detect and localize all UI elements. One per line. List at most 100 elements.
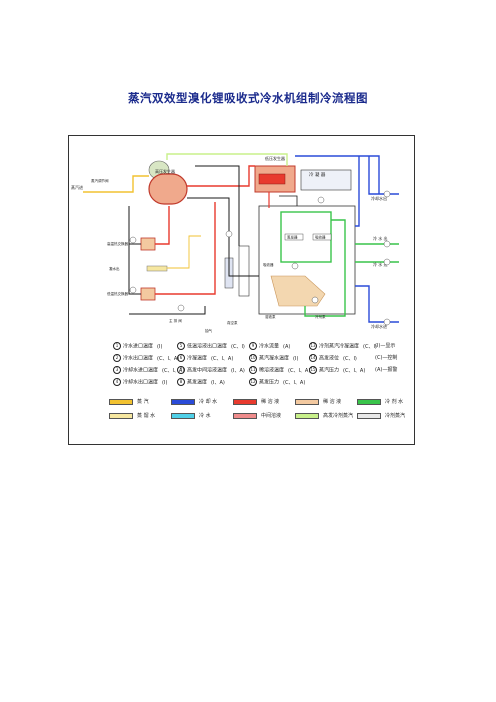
color-swatch [233,398,257,405]
point-text: 低温溶液出口温度 [187,343,228,350]
point-text: 冷水流量 [259,343,280,350]
cooling-out-label: 冷却水出 [371,195,387,201]
point-unit: (I、A) [231,367,245,374]
color-legend: 蒸 汽 冷 却 水 稀 溶 液 稀 溶 液 冷 剂 水蒸 馏 水 冷 水 中间溶液 高发冷剂蒸… [109,398,409,422]
point-unit: (I、A) [211,379,225,386]
point-text: 冷水出口温度 [123,355,154,362]
page-title: 蒸汽双效型溴化锂吸收式冷水机组制冷流程图 [128,91,368,105]
color-legend-item: 冷 剂 水 [357,398,403,405]
color-swatch [171,412,195,419]
point-unit: (C、I) [363,343,377,350]
sol-pump-label: 溶液泵 [265,314,276,319]
color-swatch [233,412,257,419]
point-text: 冷剂蒸汽冷凝温度 [319,343,360,350]
point-unit: (C、I、A) [162,367,185,374]
color-legend-label: 冷 剂 水 [385,399,404,405]
condensate-heat-exchanger: 凝水出 [109,265,168,272]
color-swatch [109,398,133,405]
color-swatch [109,412,133,419]
point-unit: (C、I、A) [288,367,311,374]
point-number: 14 [309,354,317,362]
color-legend-item: 蒸 汽 [109,398,149,405]
point-unit: (I) [293,355,299,362]
color-swatch [357,412,381,419]
point-unit: (A) [283,343,291,350]
point-number: 2 [113,354,121,362]
point-text: 冷却水出口温度 [123,379,159,386]
code-legend-2: (A)—报警 [375,367,398,373]
point-unit: (I) [162,379,168,386]
high-generator: 高压发生器 [148,160,188,205]
color-swatch [171,398,195,405]
vacuum-label: 抽气 [205,328,212,333]
color-legend-label: 冷剂蒸汽 [385,413,406,419]
low-generator: 低压发生器 [254,155,296,193]
color-legend-label: 蒸 馏 水 [137,413,156,419]
steam-in-label: 蒸汽进 [71,184,83,190]
point-unit: (C、I、A) [211,355,234,362]
color-legend-item: 冷 水 [171,412,211,419]
color-legend-label: 高发冷剂蒸汽 [323,413,354,419]
diagram-point-markers [129,190,391,326]
point-text: 蒸发温度 [187,379,208,386]
point-text: 冷凝温度 [187,355,208,362]
flow-diagram-frame: 高压发生器 低压发生器 冷 凝 器 蒸发器 吸收器 吸收器 高温热交换器 [68,135,415,445]
point-text: 蒸汽压力 [319,367,340,374]
color-legend-label: 稀 溶 液 [323,399,342,405]
evaporator-label: 蒸发器 [287,235,298,240]
ref-pump-label: 冷剂泵 [315,314,326,319]
point-number: 5 [177,342,185,350]
color-swatch [357,398,381,405]
color-legend-label: 冷 却 水 [199,399,218,405]
point-number: 4 [113,378,121,386]
color-legend-label: 稀 溶 液 [261,399,280,405]
point-number: 1 [113,342,121,350]
point-unit: (I) [157,343,163,350]
evap-absorber-shell: 蒸发器 吸收器 吸收器 [258,205,356,315]
main-valve-label: 主 排 阀 [169,318,182,323]
point-text: 高发液位 [319,355,340,362]
condenser: 冷 凝 器 [300,169,352,191]
high-hx-label: 高温热交换器 [107,241,128,246]
color-legend-label: 蒸 汽 [137,399,149,405]
condenser-label: 冷 凝 器 [309,171,326,178]
point-number: 12 [249,378,257,386]
color-swatch [295,412,319,419]
point-number: 7 [177,366,185,374]
code-legend-1: (C)—控制 [375,355,398,361]
high-gen-label: 高压发生器 [155,168,175,174]
color-legend-label: 冷 水 [199,413,211,419]
chilled-in-label: 冷 水 进 [373,261,388,267]
vac-pump-label: 真空泵 [227,320,238,325]
point-number: 11 [249,366,257,374]
cooling-in-label: 冷却水进 [371,323,387,329]
point-unit: (C、I) [343,355,357,362]
point-number: 6 [177,354,185,362]
point-number: 8 [177,378,185,386]
point-number: 13 [309,342,317,350]
point-text: 稀溶液温度 [259,367,285,374]
point-number: 15 [309,366,317,374]
point-unit: (C、I、A) [343,367,366,374]
point-unit: (C、I、A) [283,379,306,386]
color-legend-item: 中间溶液 [233,412,281,419]
color-swatch [295,398,319,405]
color-legend-item: 高发冷剂蒸汽 [295,412,353,419]
point-unit: (C、I) [231,343,245,350]
point-text: 蒸汽凝水温度 [259,355,290,362]
